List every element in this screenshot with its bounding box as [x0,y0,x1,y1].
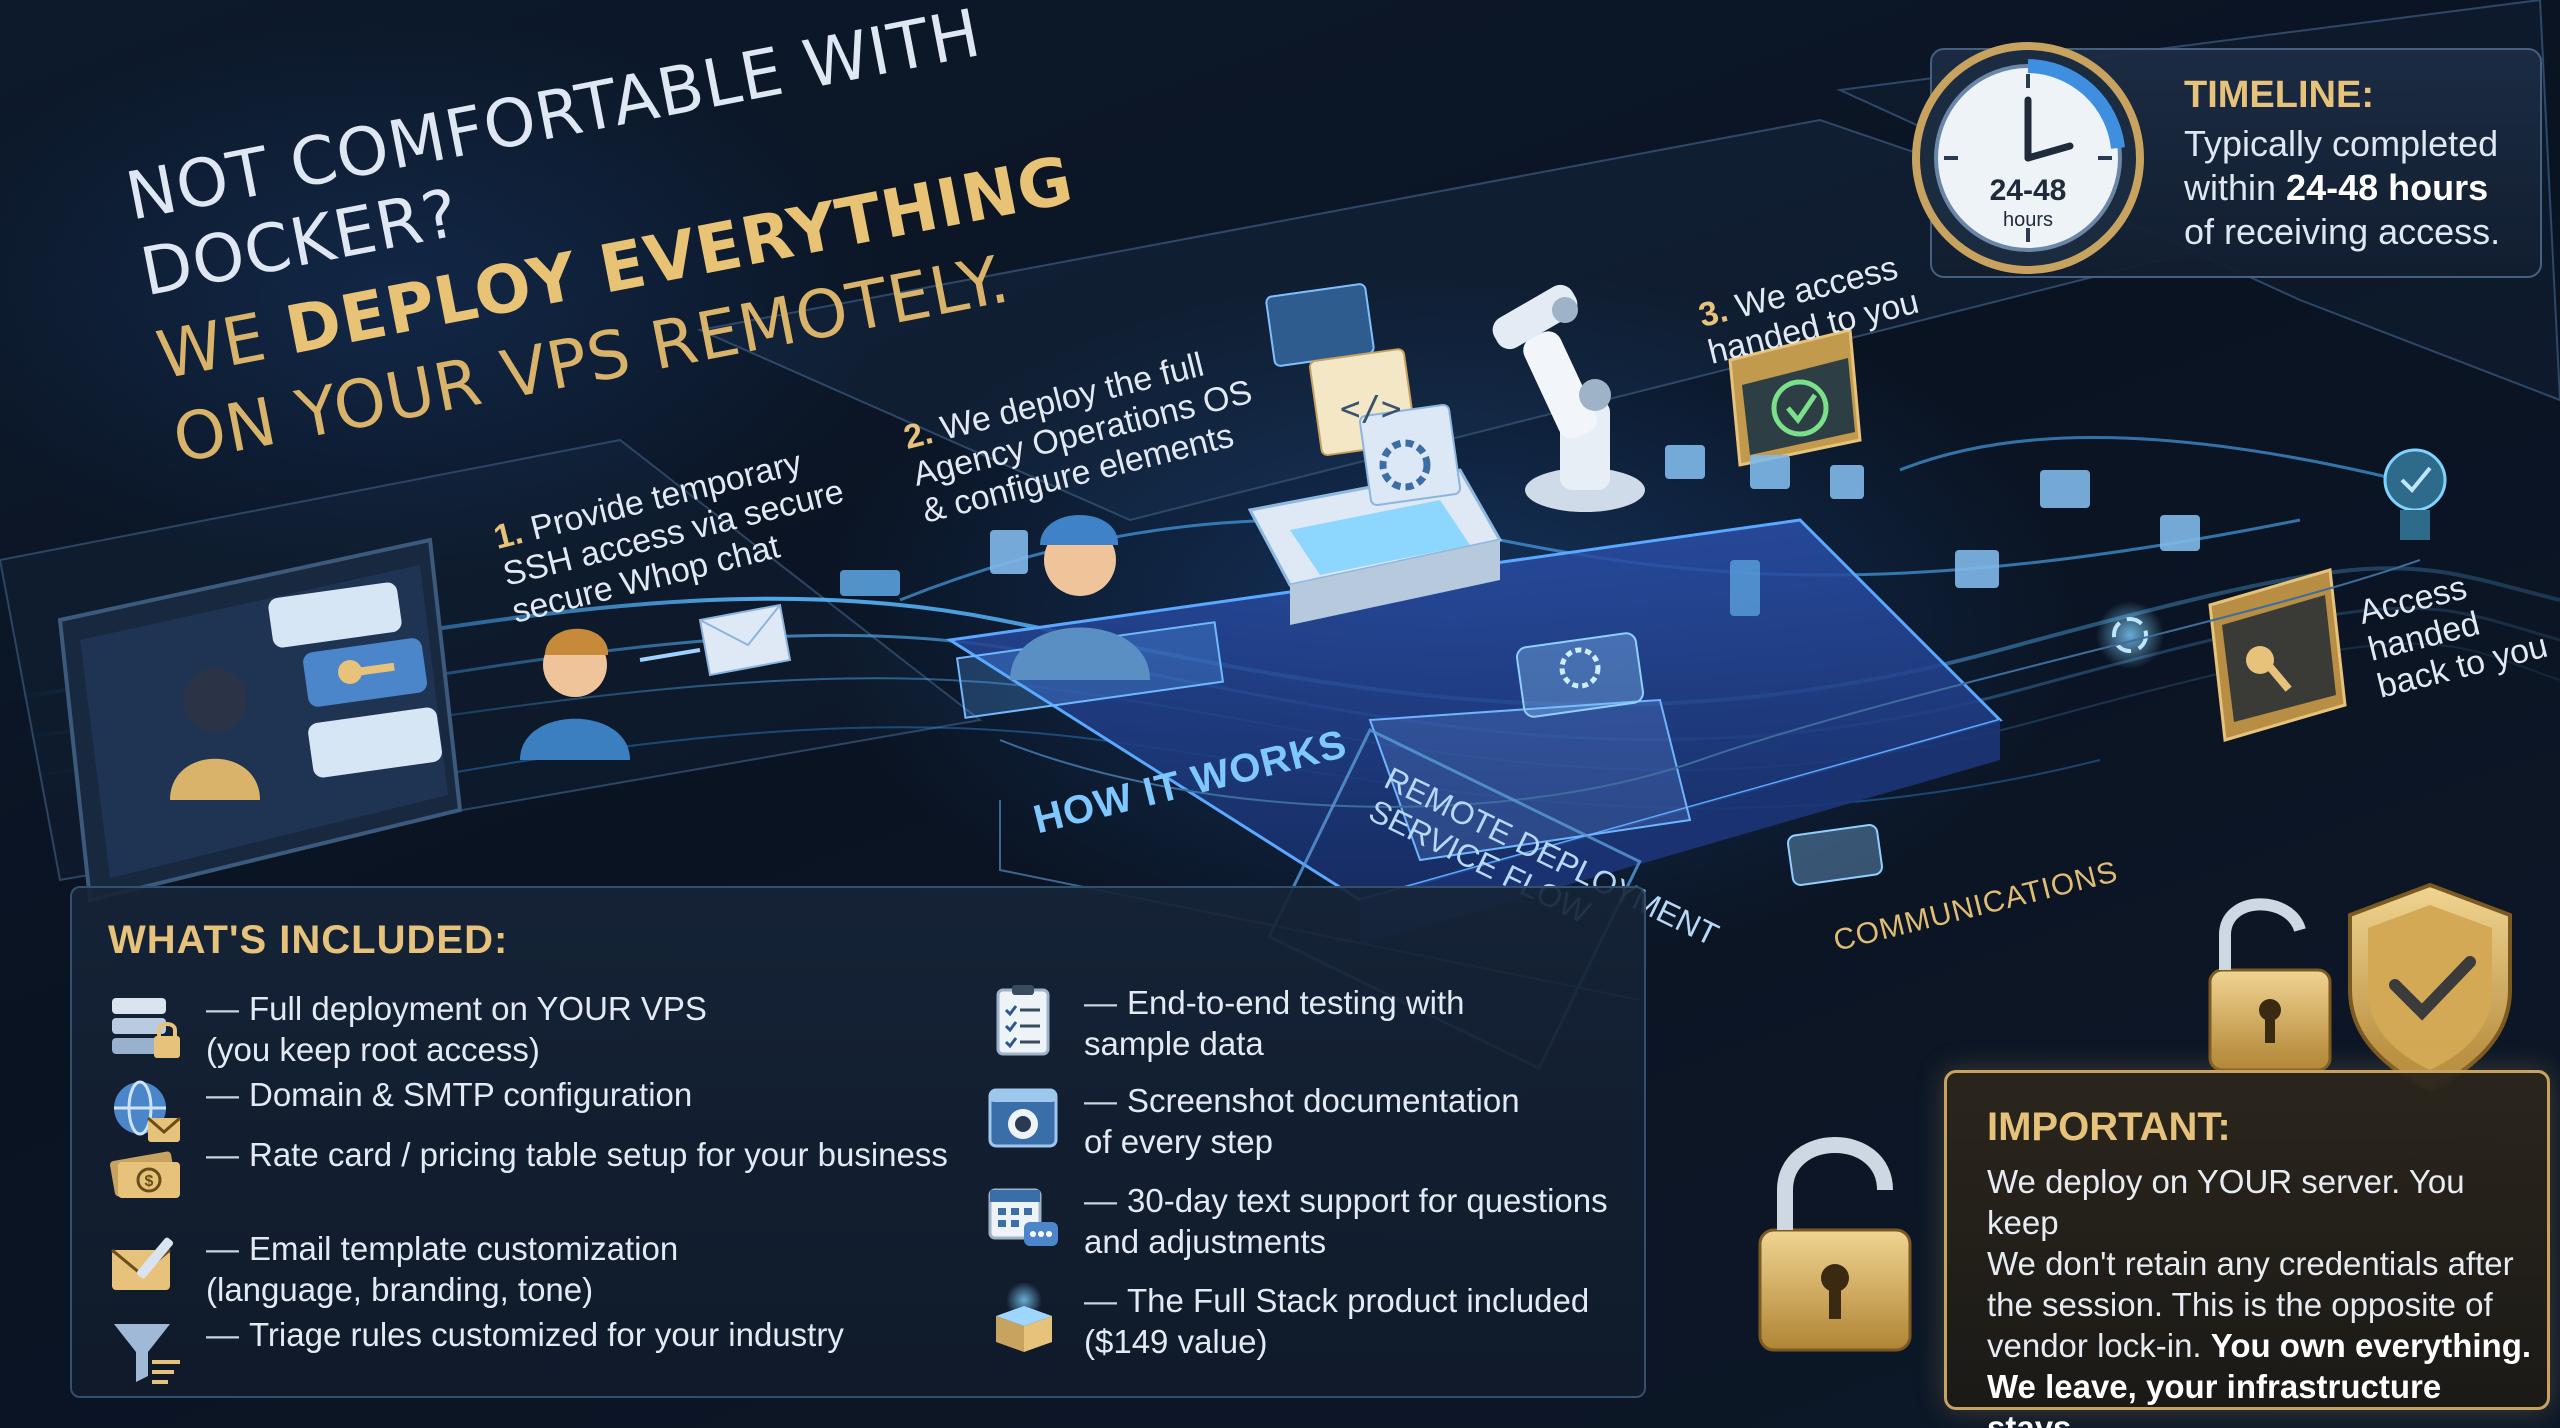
clock-icon: 24-48 hours [1912,42,2144,274]
clock-label-small: hours [2003,209,2053,231]
included-item-deployment: —Full deployment on YOUR VPS(you keep ro… [108,988,707,1070]
included-item-domain: —Domain & SMTP configuration [108,1074,692,1150]
open-box-icon [996,1282,1052,1352]
whats-included-panel: WHAT'S INCLUDED: —Full deployment on YOU… [70,886,1646,1398]
calendar-chat-icon [988,1188,1058,1246]
clipboard-check-icon [996,985,1050,1056]
globe-mail-icon [114,1080,181,1142]
camera-icon [988,1088,1058,1148]
svg-text:$: $ [145,1173,154,1190]
timeline-title: TIMELINE: [2184,74,2374,116]
included-item-rate-card: $ —Rate card / pricing table setup for y… [108,1134,948,1210]
important-title: IMPORTANT: [1987,1105,2231,1149]
whats-included-title: WHAT'S INCLUDED: [108,918,509,962]
included-item-email-template: —Email template customization(language, … [108,1228,678,1310]
important-body: We deploy on YOUR server. You keep We do… [1987,1163,2532,1428]
included-item-triage: —Triage rules customized for your indust… [108,1314,844,1390]
funnel-icon [114,1324,180,1384]
server-lock-icon [112,998,180,1058]
money-icon: $ [109,1151,180,1198]
important-card: IMPORTANT: We deploy on YOUR server. You… [1944,1070,2550,1428]
included-item-full-stack: —The Full Stack product included($149 va… [986,1280,1589,1362]
padlock-icon [1758,1137,1912,1352]
email-edit-icon [111,1237,174,1290]
svg-text:</>: </> [1340,389,1401,429]
clock-label-big: 24-48 [1990,174,2067,207]
shield-check-icon [2348,882,2512,1093]
timeline-body: Typically completed within 24-48 hours o… [2184,123,2501,252]
